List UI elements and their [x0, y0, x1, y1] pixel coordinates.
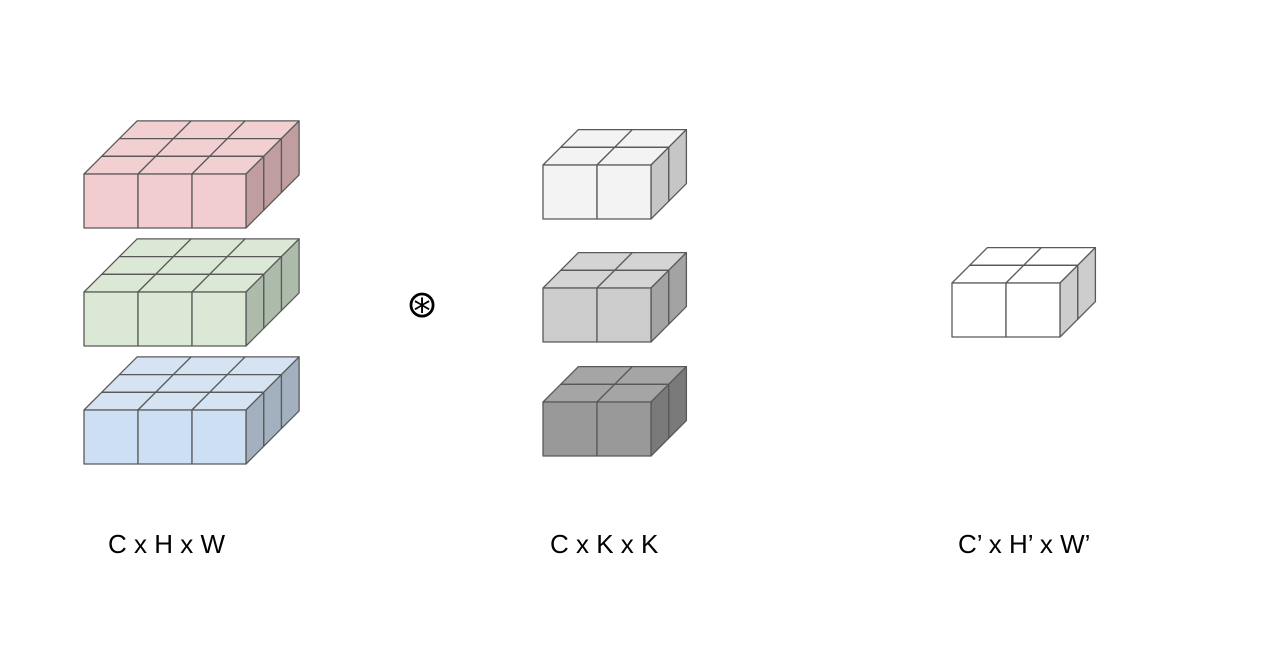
kernel-dimensions-label: C x K x K	[550, 529, 659, 559]
cube-front-face	[596, 164, 652, 220]
cube-front-face	[1005, 282, 1061, 338]
cube-front-face	[137, 291, 193, 347]
input-dimensions-label: C x H x W	[108, 529, 225, 559]
cube-front-face	[137, 409, 193, 465]
cube-front-face	[83, 173, 139, 229]
kernel-channel-3	[542, 365, 688, 457]
input-channel-1	[83, 120, 300, 229]
cube-front-face	[83, 409, 139, 465]
cube-front-face	[542, 401, 598, 457]
convolution-operator-icon: ⊛	[406, 282, 438, 326]
cube-front-face	[951, 282, 1007, 338]
cube-front-face	[83, 291, 139, 347]
input-channel-3	[83, 356, 300, 465]
cube-front-face	[191, 173, 247, 229]
cube-front-face	[596, 287, 652, 343]
cube-front-face	[137, 173, 193, 229]
output-channel	[951, 246, 1097, 338]
input-channel-2	[83, 238, 300, 347]
cube-front-face	[596, 401, 652, 457]
kernel-channel-1	[542, 128, 688, 220]
cube-front-face	[542, 287, 598, 343]
cube-front-face	[542, 164, 598, 220]
kernel-channel-2	[542, 251, 688, 343]
cube-front-face	[191, 409, 247, 465]
output-dimensions-label: C’ x H’ x W’	[958, 529, 1091, 559]
cube-front-face	[191, 291, 247, 347]
